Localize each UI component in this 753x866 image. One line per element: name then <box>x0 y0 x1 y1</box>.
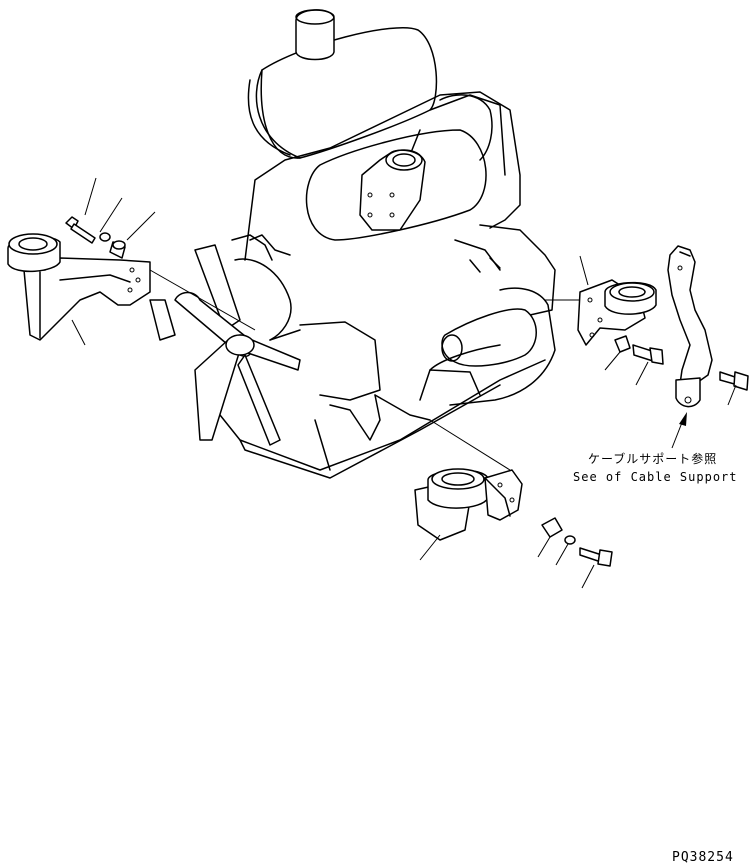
fan <box>149 234 301 446</box>
lower-washer <box>564 535 576 545</box>
left-engine-mount-bracket <box>7 233 151 341</box>
engine-assembly <box>149 9 556 479</box>
lower-spacer <box>541 517 563 538</box>
right-bolt <box>632 344 664 365</box>
lower-bolt <box>579 547 613 567</box>
left-spacer <box>109 240 126 259</box>
lower-engine-mount-bracket <box>414 468 523 541</box>
right-engine-mount-bracket <box>577 279 657 346</box>
reference-note-japanese: ケーブルサポート参照 <box>588 451 717 466</box>
left-washer <box>99 232 111 242</box>
cable-support-bolt <box>719 371 749 391</box>
cable-support-bracket <box>667 245 713 408</box>
reference-note-english: See of Cable Support <box>573 470 738 484</box>
left-bolt <box>65 216 96 244</box>
reference-arrow <box>671 412 687 449</box>
right-spacer <box>614 335 631 353</box>
drawing-id: PQ38254 <box>672 850 734 865</box>
